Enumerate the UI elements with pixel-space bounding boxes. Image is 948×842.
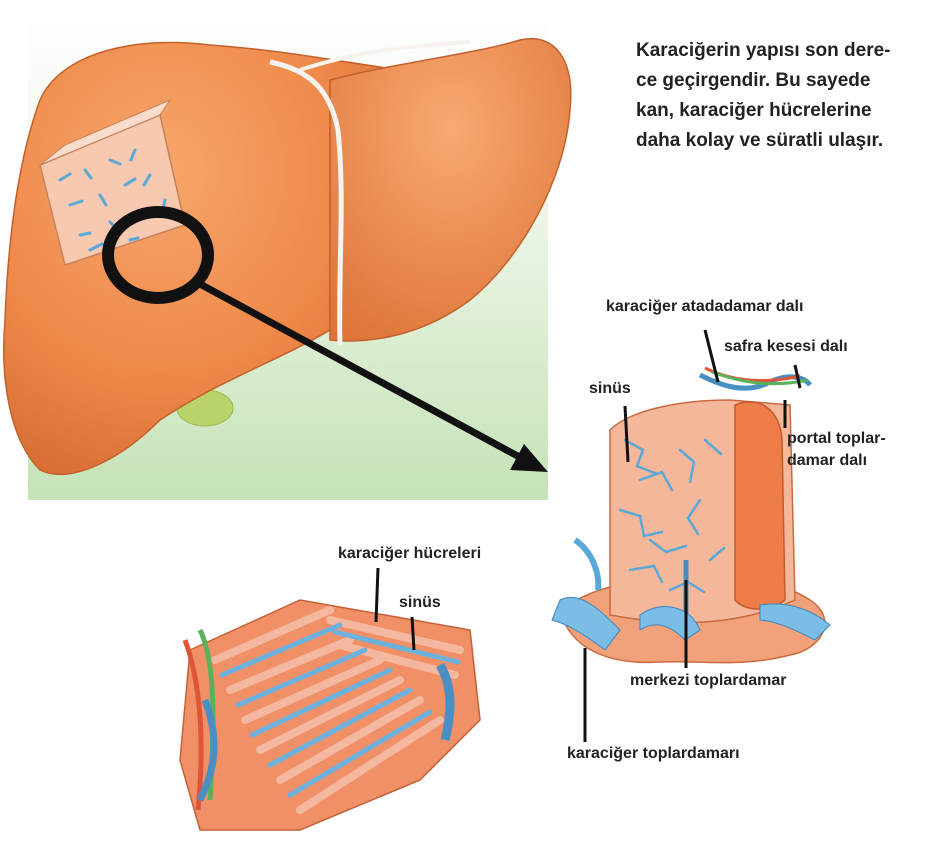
figure-caption: Karaciğerin yapısı son dere- ce geçirgen… (636, 36, 936, 156)
label-hepatic-vein: karaciğer toplardamarı (567, 745, 740, 763)
caption-line-4: daha kolay ve süratli ulaşır. (636, 126, 936, 156)
label-portal-vein-branch-1: portal toplar- (787, 430, 886, 448)
label-bile-duct-branch: safra kesesi dalı (724, 338, 848, 356)
caption-line-3: kan, karaciğer hücrelerine (636, 96, 936, 126)
label-sinus-bottom: sinüs (399, 594, 441, 612)
label-portal-vein-branch-2: damar dalı (787, 452, 867, 470)
label-central-vein: merkezi toplardamar (630, 672, 787, 690)
label-liver-cells: karaciğer hücreleri (338, 545, 481, 563)
caption-line-2: ce geçirgendir. Bu sayede (636, 66, 936, 96)
label-sinus-top: sinüs (589, 380, 631, 398)
lobule-illustration (552, 368, 830, 663)
caption-line-1: Karaciğerin yapısı son dere- (636, 36, 936, 66)
label-hepatic-artery-branch: karaciğer atadadamar dalı (606, 298, 803, 316)
hepatocyte-plates-illustration (180, 600, 480, 830)
